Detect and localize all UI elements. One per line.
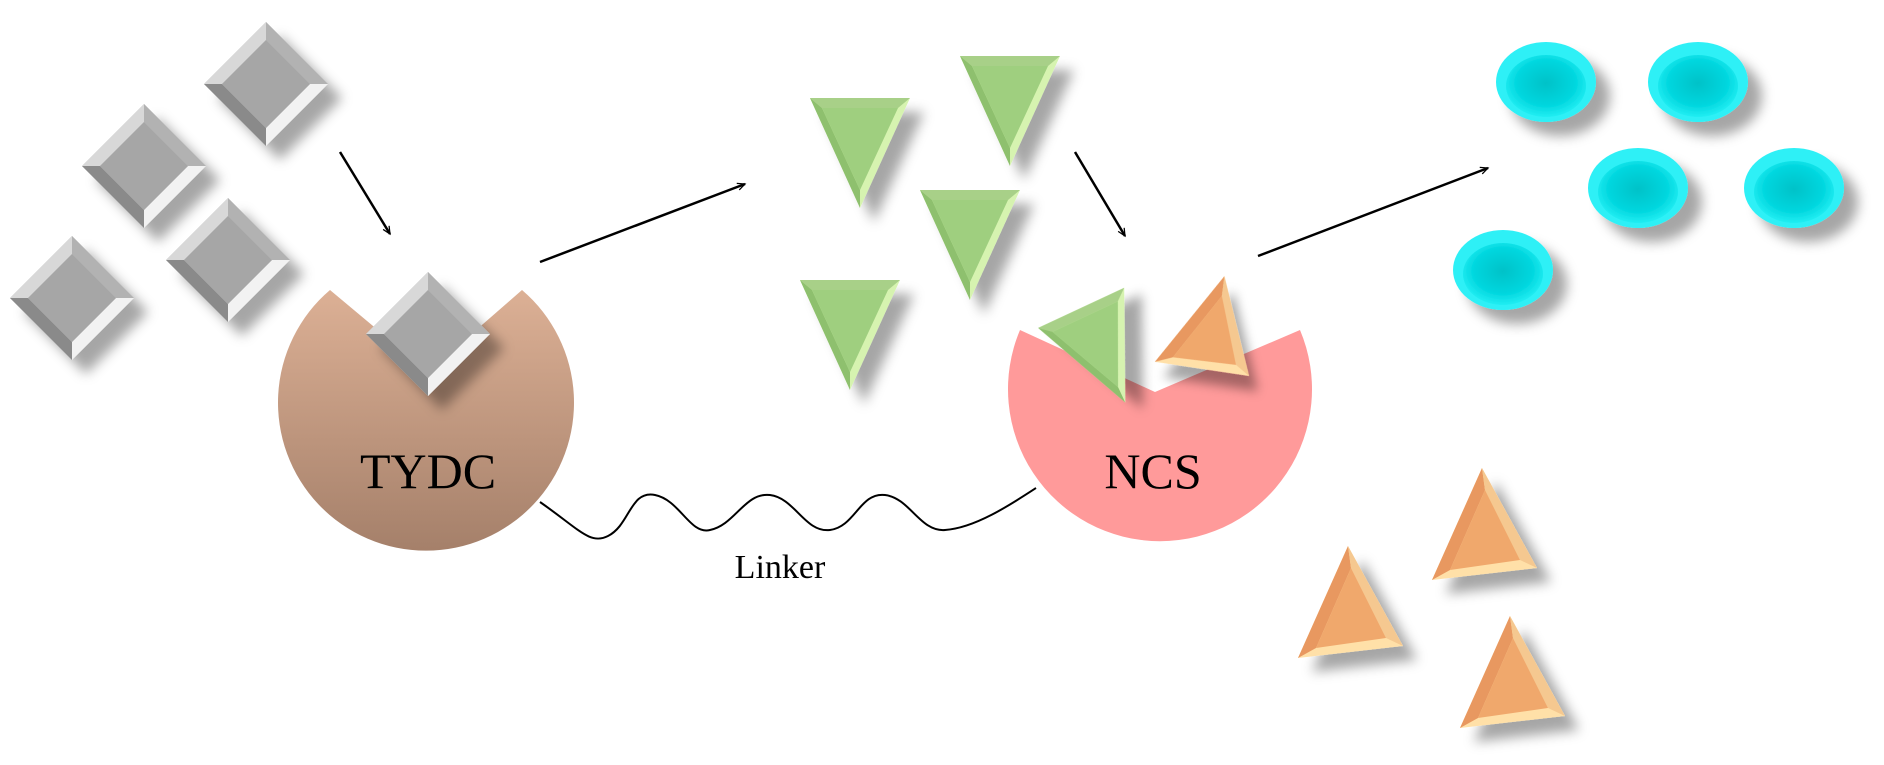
intermediate-triangle — [800, 280, 900, 390]
arrow-tydc-to-intermediate — [539, 182, 747, 264]
product-ellipse — [1496, 42, 1596, 122]
product-ellipse — [1588, 148, 1688, 228]
cosubstrate-triangle — [1432, 468, 1537, 580]
product-ellipse — [1453, 230, 1553, 310]
cosubstrate-triangle — [1298, 546, 1403, 658]
tydc-enzyme: TYDC — [278, 272, 574, 551]
ncs-label: NCS — [1104, 443, 1201, 499]
intermediate-triangle — [810, 98, 910, 208]
cosubstrate-triangles — [1298, 468, 1565, 728]
product-ellipses — [1453, 42, 1844, 310]
ncs-enzyme: NCS — [1007, 264, 1312, 542]
linker-wave — [539, 487, 1037, 540]
arrow-substrate-to-tydc — [338, 151, 392, 236]
arrow-intermediate-to-ncs — [1073, 151, 1127, 238]
arrow-ncs-to-product — [1257, 166, 1490, 258]
substrate-square — [82, 104, 206, 228]
substrate-square — [204, 22, 328, 146]
substrate-square — [166, 198, 290, 322]
intermediate-triangle — [920, 190, 1020, 300]
linker-label: Linker — [735, 549, 826, 586]
substrate-squares — [10, 22, 328, 360]
cosubstrate-triangle — [1460, 616, 1565, 728]
product-ellipse — [1744, 148, 1844, 228]
tydc-label: TYDC — [360, 443, 496, 499]
intermediate-triangle — [960, 56, 1060, 166]
product-ellipse — [1648, 42, 1748, 122]
substrate-square — [10, 236, 134, 360]
